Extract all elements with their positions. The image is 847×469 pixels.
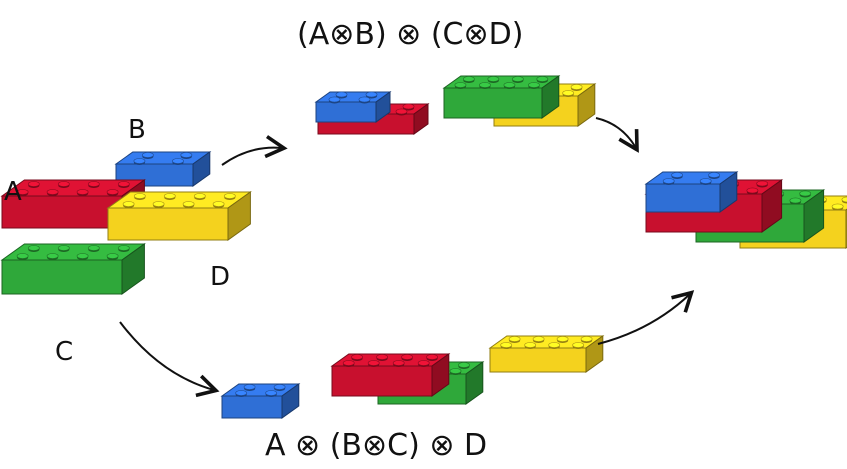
bottom-pair-bc: [330, 353, 485, 405]
brick-c-green: [0, 243, 146, 295]
final-stack: [644, 171, 847, 249]
top-pair-ab: [314, 91, 430, 135]
label-c: C: [55, 337, 73, 367]
top-expression: (A⊗B) ⊗ (C⊗D): [297, 17, 523, 52]
brick-b-blue-final: [644, 171, 739, 213]
label-d: D: [210, 262, 230, 292]
arrow-left-to-bottom: [119, 321, 220, 398]
arrow-left-to-top: [221, 135, 288, 166]
brick-a-red-bottom: [330, 353, 451, 397]
bottom-brick-b-blue: [220, 383, 301, 419]
brick-d-yellow: [106, 191, 252, 241]
brick-b-blue-top: [314, 91, 392, 123]
bottom-expression: A ⊗ (B⊗C) ⊗ D: [265, 428, 487, 463]
bottom-brick-d-yellow: [488, 335, 605, 373]
arrow-bottom-to-right: [597, 290, 695, 345]
left-bricks-group: [0, 151, 252, 295]
label-a: A: [4, 177, 22, 207]
label-b: B: [128, 115, 146, 145]
brick-c-green-top: [442, 75, 561, 119]
arrow-top-to-right: [595, 117, 639, 153]
top-pair-cd: [442, 75, 597, 127]
